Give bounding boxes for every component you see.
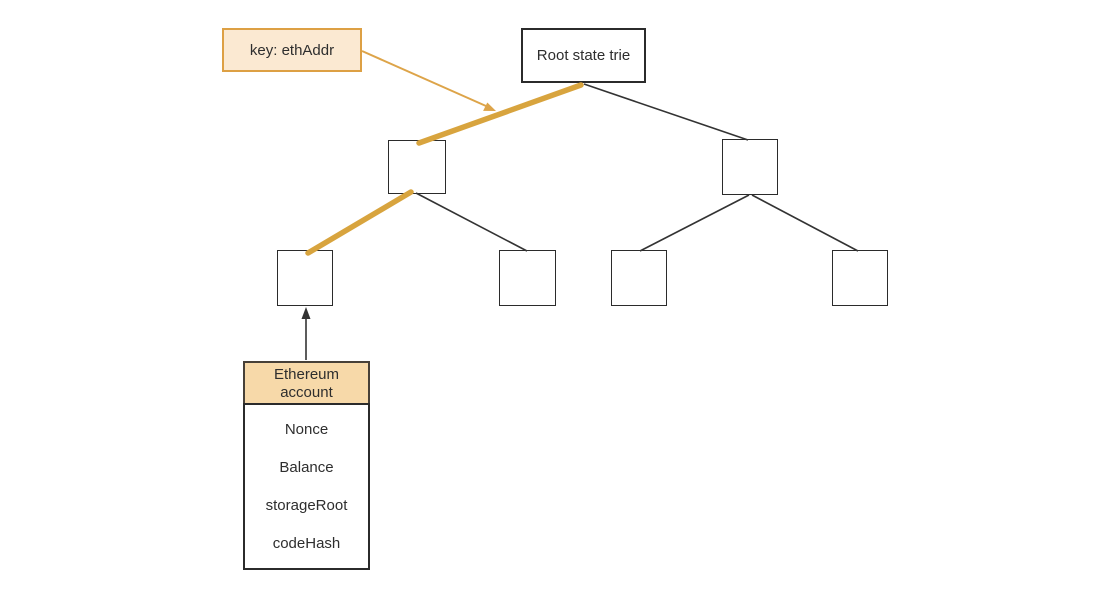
trie-node-level1-right xyxy=(722,139,778,195)
key-pointer-arrow-line xyxy=(361,50,487,107)
key-ethaddr-label: key: ethAddr xyxy=(222,28,362,72)
edge-leftnode-to-leaf2 xyxy=(415,192,528,252)
edge-root-to-right-node xyxy=(583,83,749,141)
trie-node-level2-leaf3 xyxy=(611,250,667,306)
account-field-storageroot: storageRoot xyxy=(265,496,348,514)
root-state-trie-text: Root state trie xyxy=(536,47,631,64)
ethereum-account-header-text: Ethereum account xyxy=(273,366,340,401)
highlight-path-leftnode-to-leaf1 xyxy=(305,189,414,256)
ethereum-account-card: Ethereum account Nonce Balance storageRo… xyxy=(243,361,370,570)
account-field-balance: Balance xyxy=(279,459,334,477)
ethereum-account-header: Ethereum account xyxy=(243,361,370,403)
key-ethaddr-text: key: ethAddr xyxy=(249,41,335,59)
account-field-nonce: Nonce xyxy=(284,421,329,439)
highlight-path-root-to-leftnode xyxy=(416,82,584,146)
trie-node-level2-leaf1 xyxy=(277,250,333,306)
trie-node-level1-left xyxy=(388,140,446,194)
trie-node-level2-leaf4 xyxy=(832,250,888,306)
key-pointer-arrowhead-icon xyxy=(483,102,496,111)
trie-node-level2-leaf2 xyxy=(499,250,556,306)
ethereum-account-fields: Nonce Balance storageRoot codeHash xyxy=(243,403,370,570)
account-to-leaf-arrowhead-icon xyxy=(301,307,311,319)
edge-rightnode-to-leaf3 xyxy=(639,194,750,252)
edge-rightnode-to-leaf4 xyxy=(751,194,859,252)
root-state-trie-node: Root state trie xyxy=(521,28,646,83)
account-field-codehash: codeHash xyxy=(272,534,341,552)
